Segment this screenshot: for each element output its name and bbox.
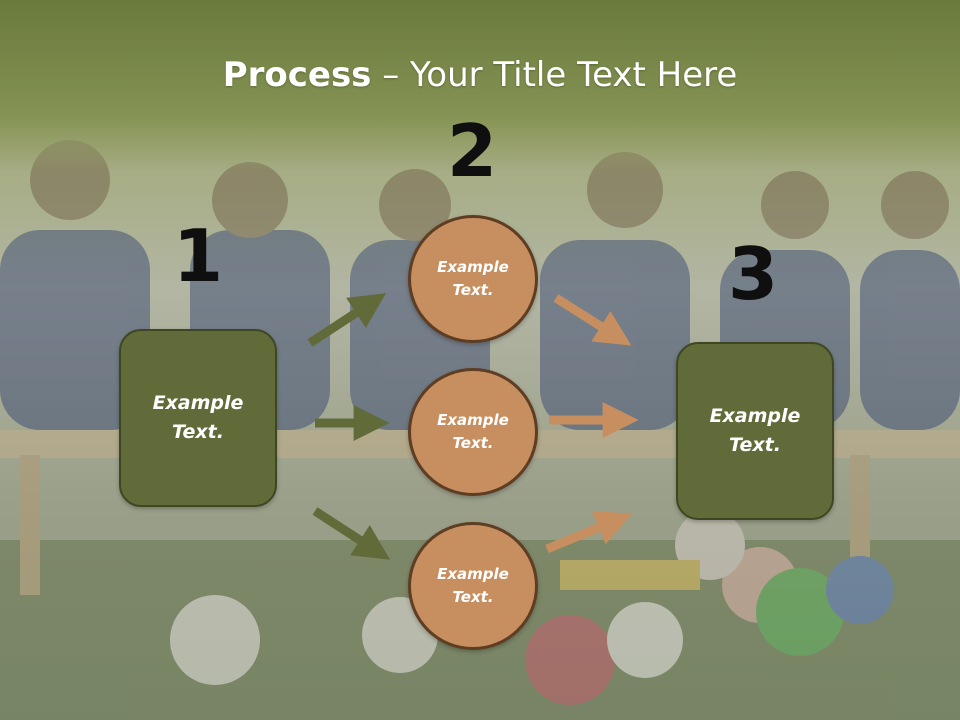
arrow-green-down xyxy=(312,507,391,560)
title-bold: Process xyxy=(222,55,372,95)
circle-3-line1: Example xyxy=(437,565,509,583)
circle-2-line1: Example xyxy=(437,411,509,429)
step-number-3: 3 xyxy=(727,232,779,316)
circle-2-line2: Text. xyxy=(452,434,494,452)
step-1-text-line2: Text. xyxy=(172,421,224,443)
step-3-text-line2: Text. xyxy=(729,434,781,456)
circle-3-line2: Text. xyxy=(452,588,494,606)
circle-1-line1: Example xyxy=(437,258,509,276)
arrow-green-up xyxy=(307,293,387,347)
slide-title: Process – Your Title Text Here xyxy=(0,52,960,98)
step-number-2: 2 xyxy=(446,109,498,193)
step-1-text-line1: Example xyxy=(152,392,244,414)
step-number-1: 1 xyxy=(172,214,224,298)
arrow-orange-up xyxy=(545,510,632,554)
arrow-orange-down xyxy=(553,294,632,346)
title-rest: – Your Title Text Here xyxy=(371,55,738,95)
step-3-text-line1: Example xyxy=(709,405,801,427)
circle-1-line2: Text. xyxy=(452,281,494,299)
